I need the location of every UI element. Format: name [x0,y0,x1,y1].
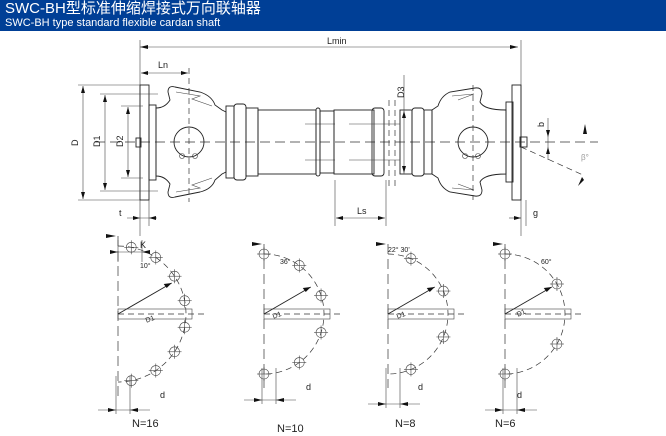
angle-arrow [376,242,386,246]
d-label-n16: d [160,390,165,400]
angle-arrow [493,242,503,246]
d-label-n8: d [418,382,423,392]
angle-label-n10: 36° [280,258,291,266]
n-label-16: N=16 [132,418,159,430]
d1-label-n16: D1 [145,315,156,325]
k-label: K [140,240,146,250]
bolt-circle [387,253,449,375]
d1-label: D1 [92,135,102,147]
title-chinese: SWC-BH型标准伸缩焊接式万向联轴器 [5,0,261,17]
d1-arrow [543,287,552,292]
d1-radius-line [263,286,311,315]
d1-arrow [163,283,172,288]
angle-arrow [252,242,262,246]
angle-arrow [106,234,116,238]
spline-sleeve [333,109,375,175]
lmin-arrow-left [140,45,148,49]
title-banner: SWC-BH型标准伸缩焊接式万向联轴器 SWC-BH type standard… [0,0,666,31]
d-label: D [70,139,80,146]
ls-label: Ls [357,206,367,216]
beta-label: β° [581,153,589,162]
d3-label: D3 [396,86,406,98]
n-label-8: N=8 [395,418,416,430]
d1-label-n8: D1 [396,311,407,321]
d1-arrow [302,287,311,292]
d1-radius-line [504,286,552,315]
g-label: g [533,208,538,218]
title-english: SWC-BH type standard flexible cardan sha… [5,17,221,29]
angle-label-n16: 10° [140,262,151,270]
n-label-10: N=10 [277,423,304,435]
d1-label-n10: D1 [272,311,283,321]
n-label-6: N=6 [495,418,516,430]
d1-radius-line [117,282,172,315]
bolt-circle [504,253,566,375]
d1-arrow [426,287,435,292]
angle-label-n8: 22° 30' [388,246,410,254]
ln-label: Ln [158,60,168,70]
lmin-label: Lmin [327,36,347,46]
b-label: b [536,122,546,127]
angle-label-n6: 60° [541,258,552,266]
d2-label: D2 [115,135,125,147]
d1-radius-line [387,286,435,315]
bolt-circle [263,253,325,375]
d-label-n6: d [517,390,522,400]
d-label-n10: d [306,382,311,392]
right-flange [511,84,522,201]
main-shaft-drawing: Lmin Ln D D1 D2 [70,36,598,236]
lmin-arrow-right [510,45,518,49]
left-bearing [173,126,205,158]
t-label: t [119,208,122,218]
d1-label-n6: D1 [516,309,527,319]
flange-patterns [98,234,583,414]
